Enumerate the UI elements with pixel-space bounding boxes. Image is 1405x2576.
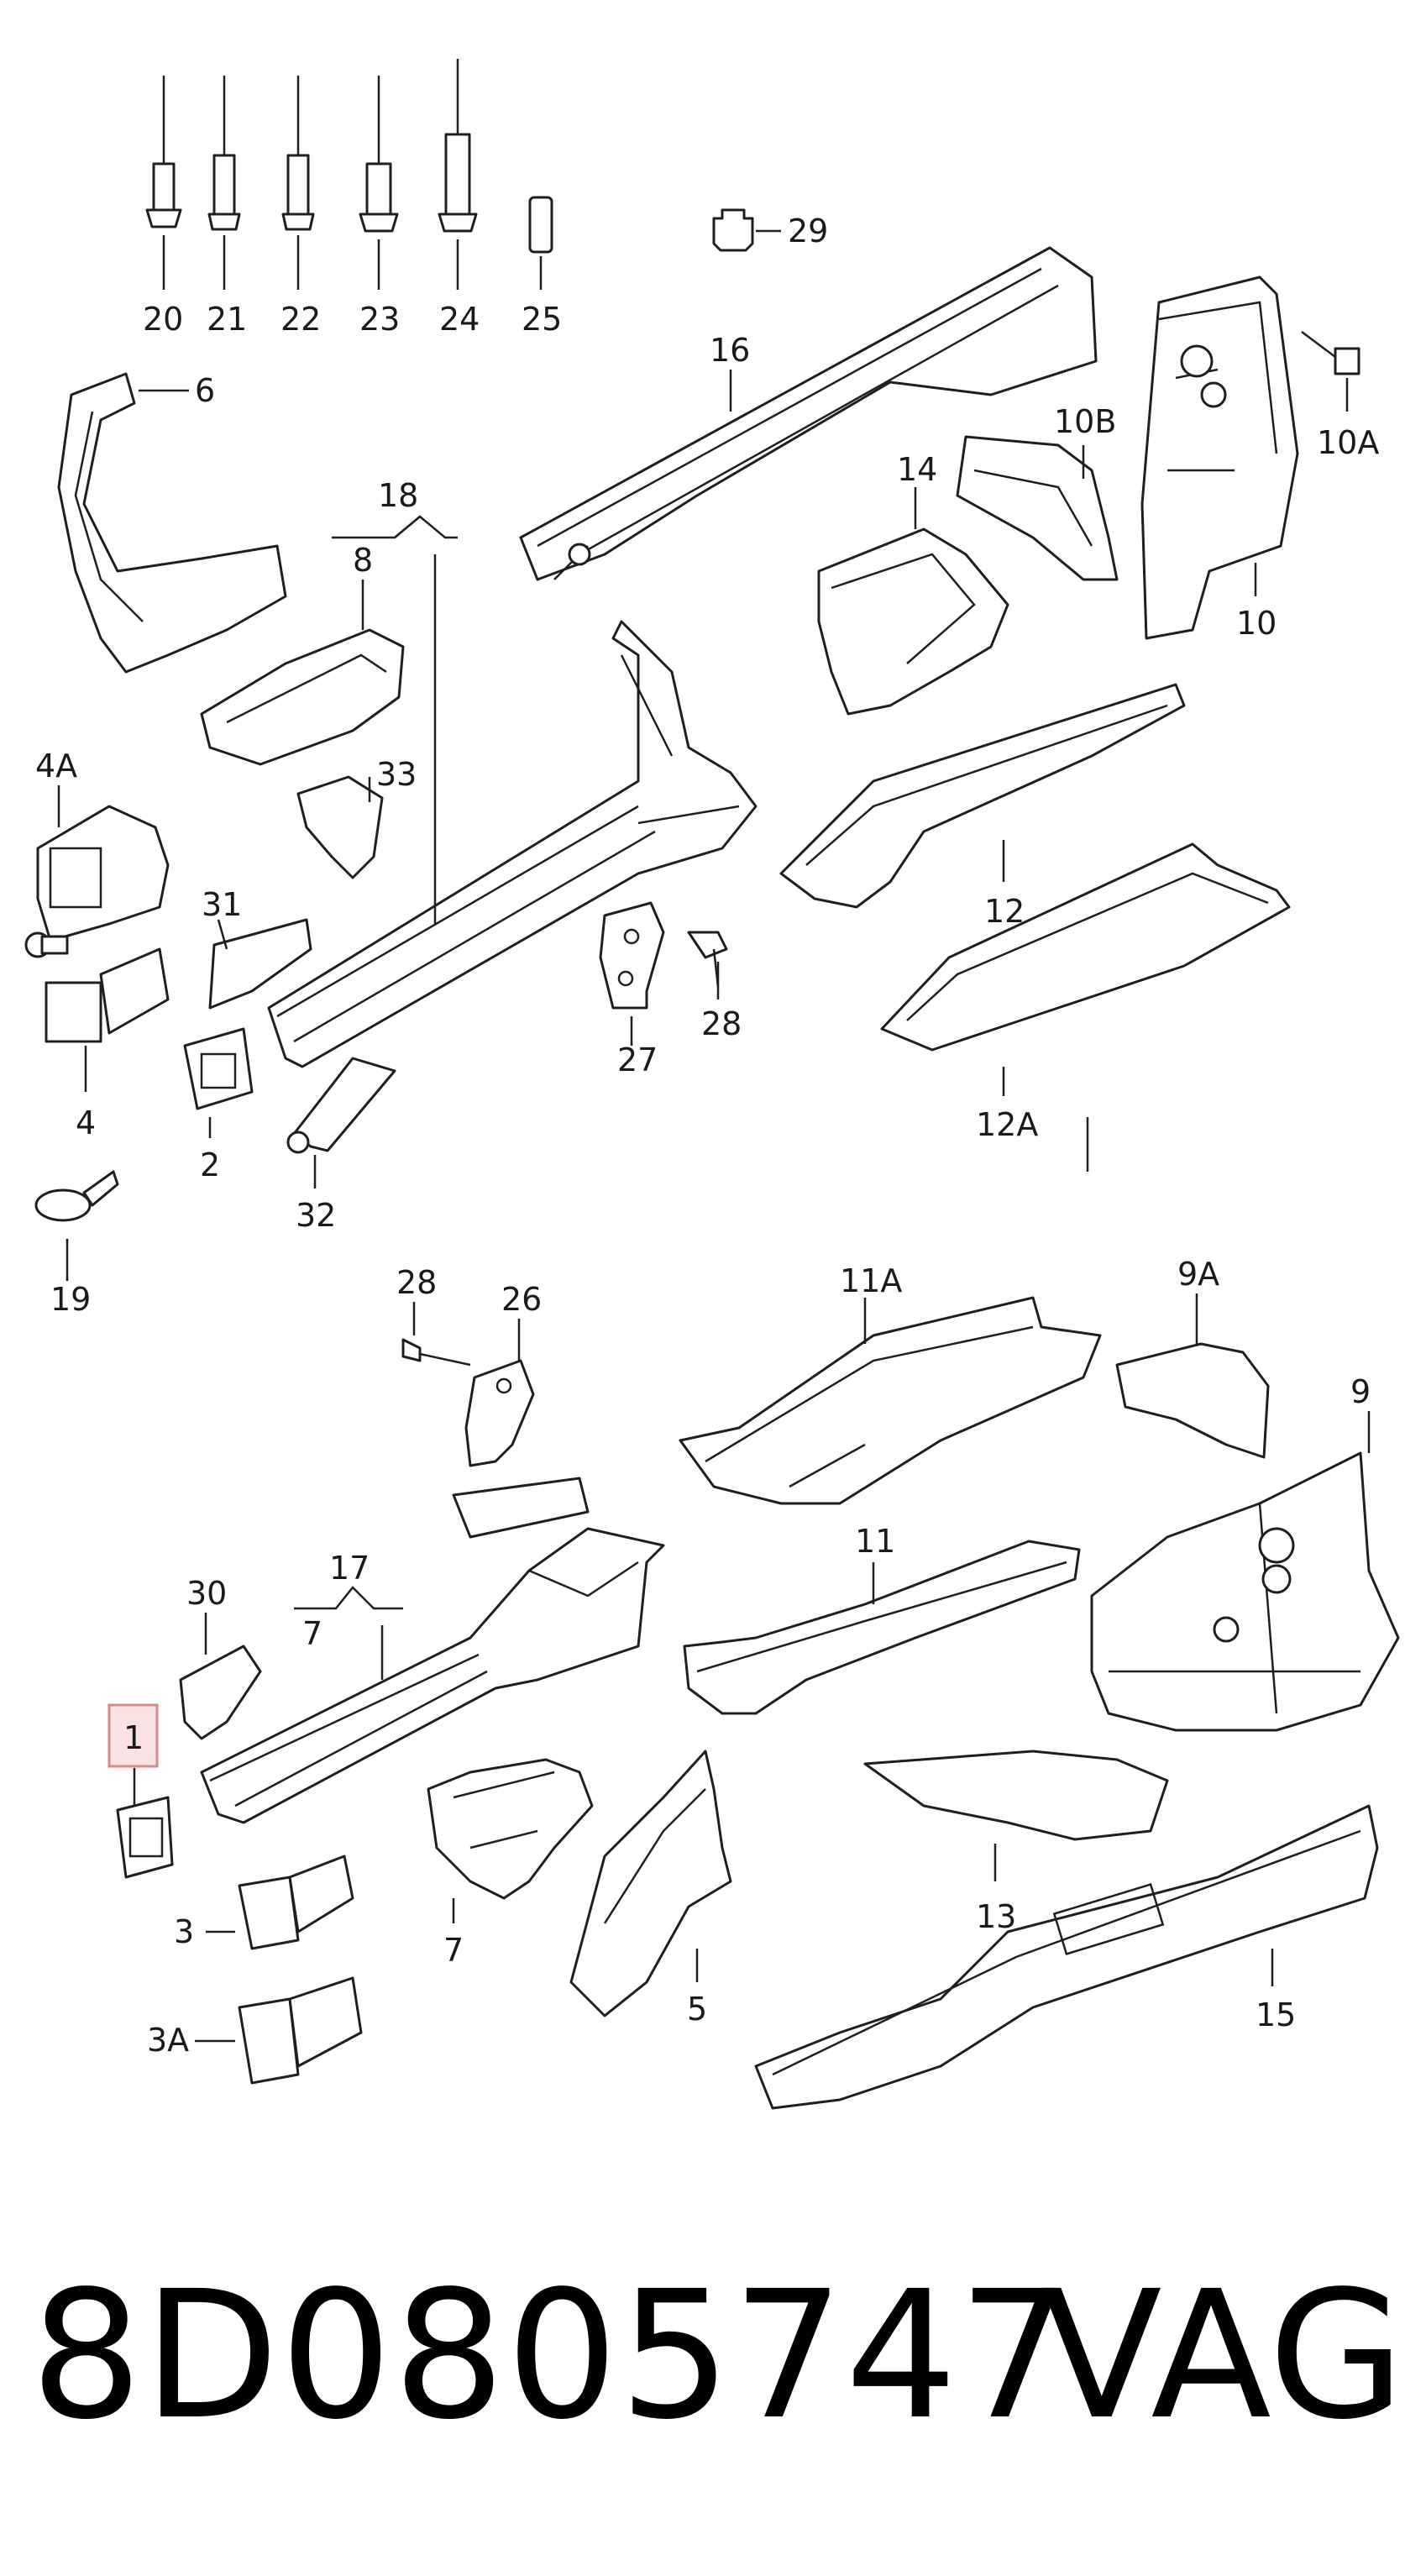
label-33: 33 <box>376 756 417 793</box>
label-31: 31 <box>202 886 242 923</box>
bracket-3a-drawing <box>238 1976 363 2085</box>
eye-19-drawing <box>34 1170 119 1222</box>
label-28-lower: 28 <box>396 1264 437 1301</box>
label-24: 24 <box>439 301 480 338</box>
stud-25-drawing <box>528 196 553 290</box>
label-30: 30 <box>186 1575 227 1612</box>
bolt-24-drawing <box>438 59 478 290</box>
plate-1-drawing <box>107 1703 174 1879</box>
bracket-4-drawing <box>45 947 170 1043</box>
bracket-31-drawing <box>208 918 312 1010</box>
label-7-lower: 7 <box>443 1932 464 1969</box>
rail-17-drawing <box>200 1477 665 1824</box>
bracket-30-drawing <box>179 1645 262 1740</box>
bolt-21-drawing <box>207 76 241 290</box>
bracket-7-drawing <box>427 1758 594 1900</box>
bracket-33-drawing <box>296 775 384 879</box>
bracket-14-drawing <box>817 527 1009 716</box>
label-4a: 4A <box>35 748 77 784</box>
label-11: 11 <box>855 1523 895 1560</box>
member-12a-drawing <box>880 842 1291 1052</box>
member-11a-drawing <box>679 1296 1102 1505</box>
label-4: 4 <box>76 1104 96 1141</box>
label-10b: 10B <box>1054 403 1116 440</box>
label-10: 10 <box>1236 605 1277 642</box>
label-7-upper: 7 <box>302 1615 322 1652</box>
label-13: 13 <box>976 1898 1016 1935</box>
member-11-drawing <box>683 1540 1081 1715</box>
bolt-28-lower-drawing <box>401 1338 471 1367</box>
label-28-upper: 28 <box>701 1005 742 1042</box>
plate-2-drawing <box>183 1027 254 1110</box>
label-11a: 11A <box>840 1262 902 1299</box>
label-12: 12 <box>984 893 1025 930</box>
label-6: 6 <box>195 372 215 409</box>
bracket-27-drawing <box>599 901 665 1010</box>
bracket-4a-drawing <box>24 805 170 958</box>
rail-18-drawing <box>267 620 758 1068</box>
member-12-drawing <box>779 683 1186 909</box>
label-32: 32 <box>296 1197 336 1234</box>
label-15: 15 <box>1256 1996 1296 2033</box>
label-8: 8 <box>353 542 373 579</box>
bolt-28-upper-drawing <box>687 931 728 988</box>
label-10a: 10A <box>1317 424 1379 461</box>
label-21: 21 <box>207 301 247 338</box>
label-1: 1 <box>123 1719 144 1756</box>
label-22: 22 <box>280 301 321 338</box>
label-16: 16 <box>710 332 750 369</box>
label-27: 27 <box>617 1041 658 1078</box>
label-2: 2 <box>200 1146 220 1183</box>
panel-10b-drawing <box>956 435 1119 581</box>
bracket-3-drawing <box>238 1855 354 1950</box>
label-20: 20 <box>143 301 183 338</box>
bracket-13-drawing <box>863 1750 1169 1841</box>
member-16-drawing <box>519 246 1098 581</box>
brand-name: VAG <box>1041 2253 1405 2458</box>
highlight-box <box>107 1703 159 1768</box>
pillar-10-drawing <box>1140 275 1299 640</box>
label-5: 5 <box>687 1991 707 2028</box>
clip-10a-drawing <box>1301 331 1360 412</box>
bolt-23-drawing <box>359 76 399 290</box>
panel-9-drawing <box>1090 1451 1400 1732</box>
label-14: 14 <box>897 451 937 488</box>
label-17: 17 <box>329 1550 370 1587</box>
label-25: 25 <box>522 301 562 338</box>
label-3a: 3A <box>147 2022 189 2059</box>
label-19: 19 <box>50 1281 91 1318</box>
label-18: 18 <box>378 477 418 514</box>
member-15-drawing <box>754 1804 1379 2110</box>
label-9a: 9A <box>1177 1256 1219 1293</box>
label-29: 29 <box>788 212 828 249</box>
bracket-6-drawing <box>57 372 287 674</box>
part-number: 8D0805747 <box>30 2253 1072 2458</box>
bracket-26-drawing <box>464 1359 535 1467</box>
bolt-20-drawing <box>145 76 182 290</box>
nut-29-drawing <box>712 208 781 252</box>
bracket-32-drawing <box>286 1057 396 1154</box>
label-26: 26 <box>501 1281 542 1318</box>
panel-9a-drawing <box>1115 1342 1270 1459</box>
label-23: 23 <box>359 301 400 338</box>
pillar-5-drawing <box>569 1750 732 2017</box>
bolt-22-drawing <box>281 76 315 290</box>
bracket-8-drawing <box>200 628 405 766</box>
label-3: 3 <box>174 1913 194 1950</box>
label-9: 9 <box>1350 1373 1371 1410</box>
label-12a: 12A <box>976 1106 1038 1143</box>
